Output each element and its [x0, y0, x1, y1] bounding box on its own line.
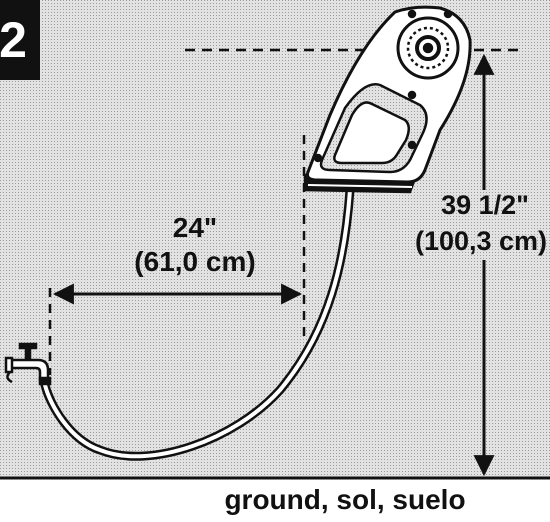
horizontal-distance-inches: 24" — [172, 212, 218, 243]
wall-unit-icon — [303, 5, 472, 194]
vertical-height-cm: (100,3 cm) — [414, 226, 548, 256]
vertical-label-backdrop — [420, 190, 550, 260]
ground-label: ground, sol, suelo — [224, 484, 466, 515]
faucet-icon — [4, 342, 52, 386]
step-number-badge: 2 — [0, 0, 40, 80]
hose-inner — [43, 188, 352, 459]
vertical-height-inches: 39 1/2" — [441, 190, 529, 220]
horizontal-distance-cm: (61,0 cm) — [134, 246, 256, 277]
